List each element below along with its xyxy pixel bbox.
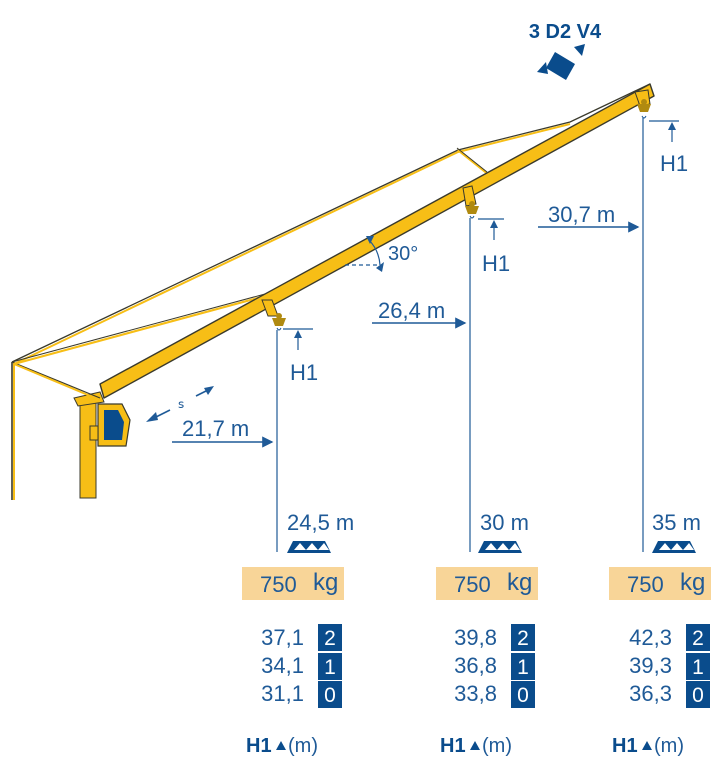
model-label: 3 D2 V4 [529, 21, 602, 43]
svg-text:1: 1 [324, 656, 336, 679]
level-badge [511, 624, 535, 651]
svg-text:H1: H1 [440, 735, 466, 757]
load-box: 750 kg [609, 567, 711, 600]
svg-text:2: 2 [324, 627, 336, 650]
svg-text:kg: kg [313, 569, 338, 596]
load-box: 750 kg [436, 567, 538, 600]
jib-boom [99, 83, 655, 399]
svg-text:750: 750 [454, 572, 491, 597]
level-badge [318, 681, 342, 708]
reach-label: 26,4 m [378, 298, 445, 323]
height-value: 39,8 [454, 625, 497, 650]
h1-marker: H1 [649, 120, 688, 176]
mast-section-icon [478, 541, 522, 553]
height-value: 39,3 [629, 653, 672, 678]
svg-text:1: 1 [517, 656, 529, 679]
tie-structure [11, 83, 651, 401]
level-badge [686, 681, 710, 708]
mast-section-icon [652, 541, 696, 553]
svg-text:H1: H1 [612, 735, 638, 757]
rotation-icon [537, 44, 585, 80]
reach-label: 21,7 m [182, 416, 249, 441]
angle-label: 30° [388, 243, 418, 265]
svg-text:(m): (m) [288, 735, 318, 757]
level-badge [318, 624, 342, 651]
reach-label: 30,7 m [548, 202, 615, 227]
mast-section-icon [287, 541, 331, 553]
hook-icon [465, 201, 479, 219]
svg-text:750: 750 [260, 572, 297, 597]
svg-text:H1: H1 [246, 735, 272, 757]
load-box: 750 kg [242, 567, 344, 600]
svg-text:kg: kg [680, 569, 705, 596]
h1-footer: H1 (m) [440, 735, 512, 757]
svg-text:0: 0 [692, 684, 704, 707]
height-value: 34,1 [261, 653, 304, 678]
h1-footer: H1 (m) [246, 735, 318, 757]
h1-label: H1 [660, 151, 688, 176]
h1-label: H1 [290, 360, 318, 385]
trolley-travel-arrows: ꜱ [146, 386, 214, 422]
svg-text:(m): (m) [654, 735, 684, 757]
hook-icon [637, 99, 651, 119]
height-value: 42,3 [629, 625, 672, 650]
svg-text:(m): (m) [482, 735, 512, 757]
height-value: 36,8 [454, 653, 497, 678]
height-value: 33,8 [454, 681, 497, 706]
height-value: 37,1 [261, 625, 304, 650]
svg-text:2: 2 [692, 627, 704, 650]
height-label: 24,5 m [287, 510, 354, 535]
svg-text:0: 0 [324, 684, 336, 707]
level-badge [318, 653, 342, 680]
svg-text:2: 2 [517, 627, 529, 650]
h1-marker: H1 [283, 328, 318, 385]
height-label: 35 m [652, 510, 701, 535]
svg-text:750: 750 [627, 572, 664, 597]
level-badge [686, 653, 710, 680]
height-table: 37,1 2 34,1 1 31,1 0 39,8 2 36,8 1 33,8 … [261, 624, 710, 708]
svg-text:1: 1 [692, 656, 704, 679]
crane-mast [11, 362, 105, 500]
svg-text:ꜱ: ꜱ [178, 397, 184, 411]
level-badge [511, 681, 535, 708]
operator-cab [89, 403, 131, 447]
height-value: 31,1 [261, 681, 304, 706]
level-badge [686, 624, 710, 651]
svg-text:kg: kg [507, 569, 532, 596]
level-badge [511, 653, 535, 680]
height-value: 36,3 [629, 681, 672, 706]
h1-marker: H1 [478, 218, 510, 276]
jib-angle-indicator [345, 236, 384, 272]
height-label: 30 m [480, 510, 529, 535]
hook-icon [272, 313, 286, 331]
h1-footer: H1 (m) [612, 735, 684, 757]
svg-text:0: 0 [517, 684, 529, 707]
h1-label: H1 [482, 251, 510, 276]
